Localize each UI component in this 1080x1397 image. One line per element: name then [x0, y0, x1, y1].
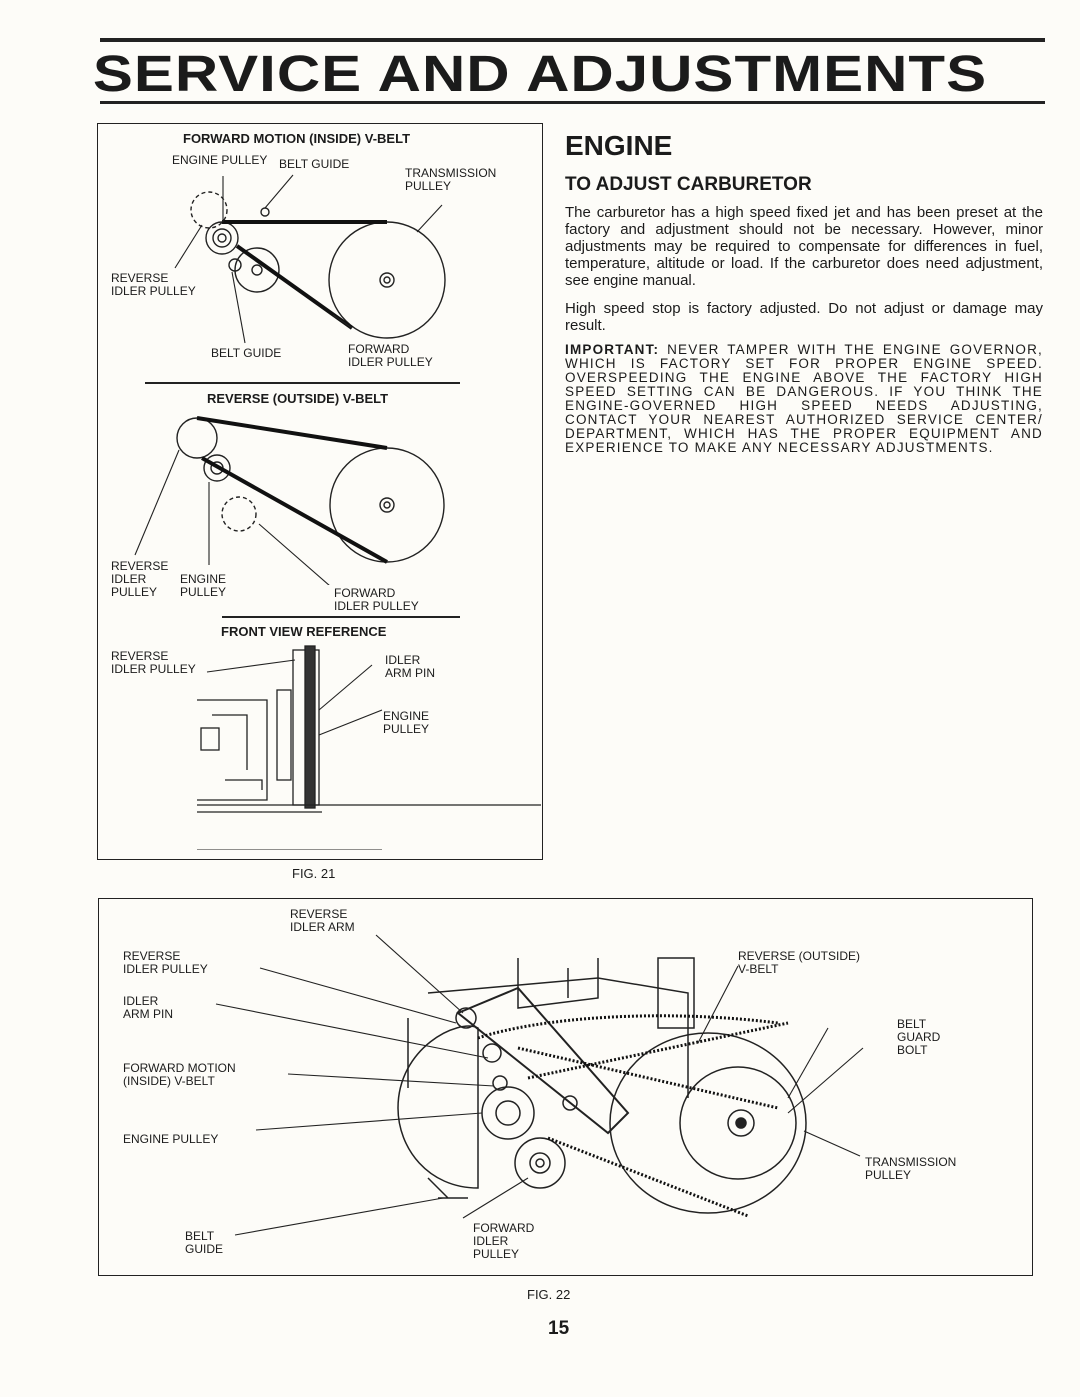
title-rule-bottom — [100, 101, 1045, 104]
fig22-belt-guide-label: BELT GUIDE — [185, 1229, 224, 1256]
fig21-p3-idler-arm-pin-label: IDLER ARM PIN — [385, 653, 436, 680]
fig21-caption: FIG. 21 — [292, 866, 336, 881]
fig21-p3-engine-pulley-label: ENGINE PULLEY — [383, 709, 430, 736]
fig22-idler-arm-pin-label: IDLER ARM PIN — [123, 994, 174, 1021]
fig21-p3-reverse-idler-label: REVERSE IDLER PULLEY — [111, 649, 196, 676]
carburetor-para-2: High speed stop is factory adjusted. Do … — [565, 300, 1043, 334]
fig21-divider-1 — [145, 382, 460, 384]
fig21-p2-forward-idler-label: FORWARD IDLER PULLEY — [334, 586, 419, 613]
fig21-p1-reverse-idler-label: REVERSE IDLER PULLEY — [111, 271, 196, 298]
fig21-p1-forward-idler-label: FORWARD IDLER PULLEY — [348, 342, 433, 369]
fig22-reverse-idler-arm-label: REVERSE IDLER ARM — [290, 907, 355, 934]
fig21-divider-2 — [222, 616, 460, 618]
fig21-panel2-heading: REVERSE (OUTSIDE) V-BELT — [207, 391, 389, 406]
important-text: NEVER TAMPER WITH THE ENGINE GOVERNOR, W… — [565, 342, 1044, 455]
fig22-transmission-pulley-label: TRANSMISSION PULLEY — [865, 1155, 957, 1182]
engine-pulley-icon — [481, 1086, 535, 1140]
fig21-panel1-diagram — [174, 174, 446, 344]
fig22-diagram — [215, 934, 864, 1236]
fig22-reverse-idler-pulley-label: REVERSE IDLER PULLEY — [123, 949, 208, 976]
reverse-idler-pulley-icon — [176, 417, 218, 459]
transmission-pulley-icon — [329, 447, 445, 563]
fig22-forward-idler-label: FORWARD IDLER PULLEY — [473, 1221, 535, 1261]
fig21-panel2-diagram — [134, 416, 445, 585]
fig21-p1-belt-guide-label: BELT GUIDE — [279, 157, 350, 171]
fig21-p2-engine-pulley-label: ENGINE PULLEY — [180, 572, 227, 599]
fig21-p1-transmission-pulley-label: TRANSMISSION PULLEY — [405, 166, 497, 193]
fig22-forward-motion-belt-label: FORWARD MOTION (INSIDE) V-BELT — [123, 1061, 236, 1088]
fig21-p2-reverse-idler-label: REVERSE IDLER PULLEY — [111, 559, 169, 599]
engine-pulley-icon — [203, 454, 231, 482]
fig22-reverse-outside-belt-label: REVERSE (OUTSIDE) V-BELT — [738, 949, 861, 976]
fig22-engine-pulley-label: ENGINE PULLEY — [123, 1132, 219, 1146]
carburetor-subheading: TO ADJUST CARBURETOR — [565, 174, 812, 195]
important-notice: IMPORTANT: NEVER TAMPER WITH THE ENGINE … — [565, 343, 1043, 455]
page-title: SERVICE AND ADJUSTMENTS — [92, 44, 988, 102]
fig21-frame — [97, 123, 543, 860]
forward-idler-pulley-icon — [514, 1137, 566, 1189]
fig21-panel3-diagram — [197, 645, 541, 850]
fig21-p1-belt-guide-bottom-label: BELT GUIDE — [211, 346, 282, 360]
fig22-frame — [98, 898, 1033, 1276]
transmission-pulley-icon — [609, 1032, 807, 1214]
title-rule-top — [100, 38, 1045, 42]
forward-idler-dashed-icon — [221, 496, 257, 532]
reverse-idler-dashed-icon — [190, 191, 228, 229]
page-number: 15 — [548, 1318, 570, 1339]
fig21-panel1-heading: FORWARD MOTION (INSIDE) V-BELT — [183, 131, 411, 146]
engine-section: ENGINE TO ADJUST CARBURETOR The carburet… — [565, 130, 1043, 455]
fig22-belt-guard-bolt-label: BELT GUARD BOLT — [897, 1017, 941, 1057]
important-label: IMPORTANT: — [565, 342, 660, 357]
reverse-idler-arm — [456, 986, 630, 1135]
fig21-p1-engine-pulley-label: ENGINE PULLEY — [172, 153, 268, 167]
fig21-panel3-heading: FRONT VIEW REFERENCE — [221, 624, 387, 639]
engine-pulley-icon — [205, 221, 239, 255]
fig22-caption: FIG. 22 — [527, 1287, 571, 1302]
engine-heading: ENGINE — [565, 130, 673, 161]
transmission-pulley-icon — [328, 221, 446, 339]
engine-block-outline — [407, 977, 689, 1098]
carburetor-para-1: The carburetor has a high speed fixed je… — [565, 204, 1043, 289]
forward-idler-pulley-icon — [234, 247, 280, 293]
